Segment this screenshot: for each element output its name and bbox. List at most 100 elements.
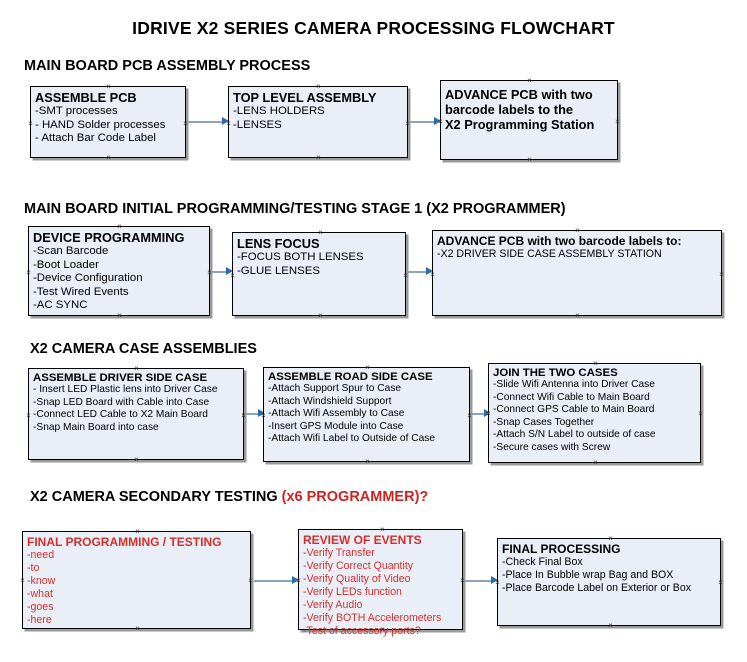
resize-handle-bottom[interactable] bbox=[607, 622, 614, 629]
resize-handle-left[interactable] bbox=[295, 577, 302, 584]
resize-handle-right[interactable] bbox=[247, 577, 254, 584]
resize-handle-left[interactable] bbox=[225, 120, 232, 127]
resize-handle-bottom[interactable] bbox=[105, 154, 112, 161]
box-line: -Verify Correct Quantity bbox=[303, 560, 414, 572]
box-line: -Connect GPS Cable to Main Board bbox=[493, 404, 655, 416]
resize-handle-bottom[interactable] bbox=[526, 156, 533, 163]
resize-handle-bottom[interactable] bbox=[315, 154, 322, 161]
resize-handle-bottom[interactable] bbox=[364, 458, 371, 465]
resize-handle-bottom[interactable] bbox=[574, 312, 581, 319]
box-line-overflow: -Test of accessory ports? bbox=[303, 625, 421, 637]
resize-handle-top[interactable] bbox=[105, 83, 112, 90]
resize-handle-left[interactable] bbox=[27, 120, 34, 127]
page-title: IDRIVE X2 SERIES CAMERA PROCESSING FLOWC… bbox=[132, 18, 615, 38]
box-line: -Attach Wifi Label to Outside of Case bbox=[268, 433, 436, 445]
box-line: -what bbox=[27, 588, 53, 600]
connector-arrow-8 bbox=[465, 580, 495, 582]
resize-handle-bottom[interactable] bbox=[133, 456, 140, 463]
box-title: TOP LEVEL ASSEMBLY bbox=[233, 90, 377, 105]
resize-handle-right[interactable] bbox=[402, 272, 409, 279]
resize-handle-bottom[interactable] bbox=[134, 625, 141, 632]
box-line: -Check Final Box bbox=[502, 556, 583, 568]
connector-arrow-1 bbox=[188, 121, 226, 123]
box-final-processing[interactable]: FINAL PROCESSING -Check Final Box -Place… bbox=[497, 538, 721, 626]
box-title: DEVICE PROGRAMMING bbox=[33, 230, 185, 245]
resize-handle-left[interactable] bbox=[260, 412, 267, 419]
box-title: LENS FOCUS bbox=[237, 236, 320, 251]
box-final-programming-testing[interactable]: FINAL PROGRAMMING / TESTING -need -to -k… bbox=[22, 531, 251, 629]
box-line: -Slide Wifi Antenna into Driver Case bbox=[493, 379, 655, 390]
resize-handle-left[interactable] bbox=[25, 269, 32, 276]
resize-handle-top[interactable] bbox=[379, 526, 386, 533]
resize-handle-top[interactable] bbox=[607, 535, 614, 542]
resize-handle-right[interactable] bbox=[717, 579, 724, 586]
box-line: -Verify BOTH Accelerometers bbox=[303, 612, 442, 624]
box-title: ASSEMBLE PCB bbox=[35, 90, 137, 105]
resize-handle-left[interactable] bbox=[19, 577, 26, 584]
resize-handle-bottom[interactable] bbox=[592, 459, 599, 466]
box-title: FINAL PROCESSING bbox=[502, 542, 621, 556]
box-line: - Insert LED Plastic lens into Driver Ca… bbox=[33, 384, 218, 395]
resize-handle-left[interactable] bbox=[485, 410, 492, 417]
box-line: -to bbox=[27, 562, 40, 574]
resize-handle-right[interactable] bbox=[718, 271, 725, 278]
resize-handle-left[interactable] bbox=[429, 271, 436, 278]
box-title: JOIN THE TWO CASES bbox=[493, 367, 618, 379]
box-title: ADVANCE PCB with two barcode labels to: bbox=[437, 234, 682, 248]
box-assemble-road-side-case[interactable]: ASSEMBLE ROAD SIDE CASE -Attach Support … bbox=[263, 367, 470, 462]
box-line: -Place Barcode Label on Exterior or Box bbox=[502, 582, 692, 594]
resize-handle-top[interactable] bbox=[574, 227, 581, 234]
box-line: -FOCUS BOTH LENSES bbox=[237, 251, 364, 263]
box-line: -Secure cases with Screw bbox=[493, 441, 611, 453]
box-line: barcode labels to the bbox=[445, 102, 574, 117]
resize-handle-top[interactable] bbox=[134, 528, 141, 535]
connector-arrow-4 bbox=[408, 271, 430, 273]
connector-arrow-3 bbox=[212, 271, 230, 273]
box-line: -know bbox=[27, 575, 56, 587]
box-top-level-assembly[interactable]: TOP LEVEL ASSEMBLY -LENS HOLDERS -LENSES bbox=[228, 86, 408, 158]
resize-handle-top[interactable] bbox=[526, 77, 533, 84]
resize-handle-top[interactable] bbox=[592, 360, 599, 367]
resize-handle-top[interactable] bbox=[315, 83, 322, 90]
box-line: -AC SYNC bbox=[33, 299, 88, 312]
box-title: ADVANCE PCB with two bbox=[445, 87, 593, 102]
box-line: -Place In Bubble wrap Bag and BOX bbox=[502, 569, 674, 581]
box-assemble-pcb[interactable]: ASSEMBLE PCB -SMT processes - HAND Solde… bbox=[30, 86, 186, 158]
section-title-text: X2 CAMERA CASE ASSEMBLIES bbox=[30, 341, 257, 357]
box-advance-pcb-driver-side-station[interactable]: ADVANCE PCB with two barcode labels to: … bbox=[432, 230, 722, 316]
resize-handle-bottom[interactable] bbox=[379, 626, 386, 633]
box-device-programming[interactable]: DEVICE PROGRAMMING -Scan Barcode -Boot L… bbox=[28, 226, 210, 316]
section-title-x2-camera-case-assemblies: X2 CAMERA CASE ASSEMBLIES bbox=[30, 341, 257, 357]
resize-handle-left[interactable] bbox=[494, 579, 501, 586]
box-advance-pcb-programming-station[interactable]: ADVANCE PCB with two barcode labels to t… bbox=[440, 80, 618, 160]
box-line: -here bbox=[27, 614, 52, 626]
box-line: -Verify Audio bbox=[303, 599, 363, 611]
box-line: -Attach Support Spur to Case bbox=[268, 383, 402, 394]
resize-handle-left[interactable] bbox=[25, 412, 32, 419]
section-title-red-note: (x6 PROGRAMMER)? bbox=[281, 489, 429, 505]
section-title-text: X2 CAMERA SECONDARY TESTING bbox=[30, 489, 282, 505]
section-title-text: MAIN BOARD INITIAL PROGRAMMING/TESTING S… bbox=[24, 201, 566, 217]
box-line: -Insert GPS Module into Case bbox=[268, 420, 404, 432]
box-line: -Verify LEDs function bbox=[303, 586, 402, 598]
resize-handle-top[interactable] bbox=[133, 365, 140, 372]
box-lens-focus[interactable]: LENS FOCUS -FOCUS BOTH LENSES -GLUE LENS… bbox=[232, 232, 406, 316]
resize-handle-left[interactable] bbox=[229, 272, 236, 279]
resize-handle-top[interactable] bbox=[317, 229, 324, 236]
resize-handle-left[interactable] bbox=[437, 118, 444, 125]
resize-handle-right[interactable] bbox=[697, 410, 704, 417]
resize-handle-top[interactable] bbox=[116, 223, 123, 230]
section-title-text: MAIN BOARD PCB ASSEMBLY PROCESS bbox=[24, 58, 311, 74]
resize-handle-top[interactable] bbox=[364, 364, 371, 371]
box-line: -Boot Loader bbox=[33, 258, 99, 271]
section-title-main-board-pcb-assembly: MAIN BOARD PCB ASSEMBLY PROCESS bbox=[24, 58, 310, 74]
resize-handle-bottom[interactable] bbox=[317, 312, 324, 319]
resize-handle-bottom[interactable] bbox=[116, 312, 123, 319]
box-line: - HAND Solder processes bbox=[35, 118, 166, 131]
resize-handle-right[interactable] bbox=[614, 118, 621, 125]
box-line: -X2 DRIVER SIDE CASE ASSEMBLY STATION bbox=[437, 248, 662, 260]
box-review-of-events[interactable]: REVIEW OF EVENTS -Verify Transfer -Verif… bbox=[295, 526, 463, 637]
box-join-the-two-cases[interactable]: JOIN THE TWO CASES -Slide Wifi Antenna i… bbox=[488, 363, 701, 463]
box-assemble-driver-side-case[interactable]: ASSEMBLE DRIVER SIDE CASE - Insert LED P… bbox=[28, 368, 244, 460]
